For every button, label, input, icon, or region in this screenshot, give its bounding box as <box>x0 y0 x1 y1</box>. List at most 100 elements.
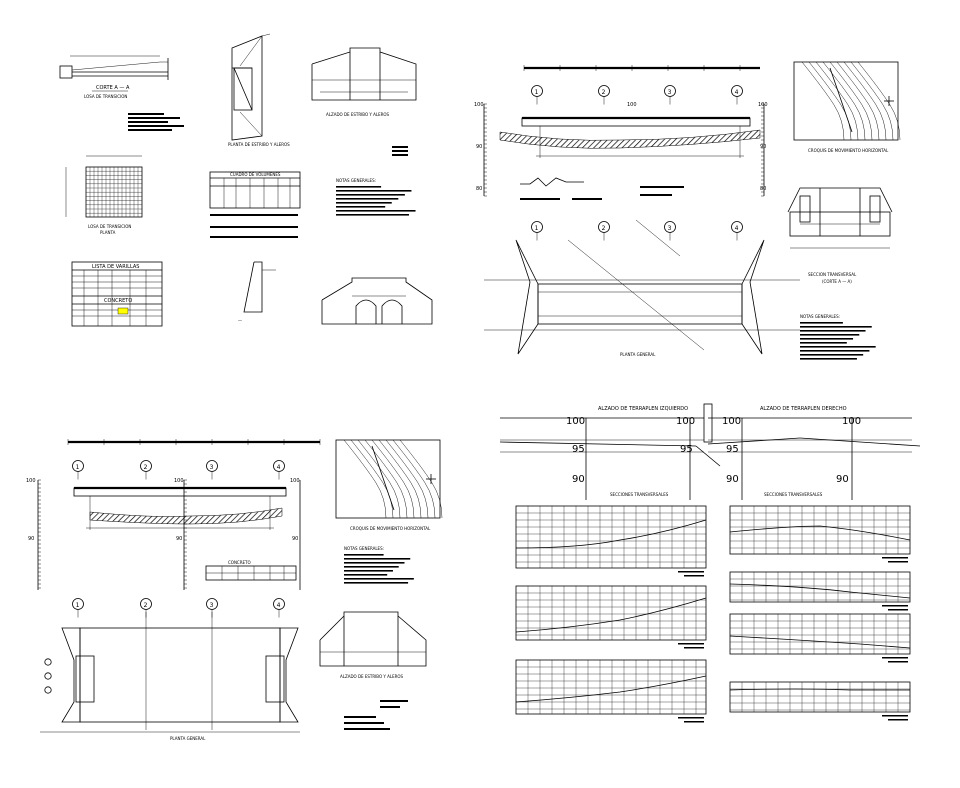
section-grid-frame <box>515 505 707 569</box>
muro-detail: — <box>238 261 276 323</box>
contour-line <box>843 61 887 141</box>
contour-line <box>801 61 845 141</box>
section-caption <box>888 661 908 663</box>
section-caption <box>684 647 704 649</box>
note-line <box>336 186 382 188</box>
section-caption <box>882 605 908 607</box>
note-line <box>800 338 854 340</box>
secciones-title-2: SECCIONES TRANSVERSALES <box>764 492 823 497</box>
section-caption <box>684 721 704 723</box>
contour-line <box>836 61 880 141</box>
section-caption <box>882 657 908 659</box>
alzado-terraplen-derecho: ALZADO DE TERRAPLEN DERECHO 100 100 95 9… <box>703 403 921 500</box>
section-caption <box>888 719 908 721</box>
axis-plan-label: 1 <box>535 225 539 232</box>
axis-bottom-plan-label: 2 <box>144 602 148 609</box>
axis-top-label: 4 <box>735 89 739 96</box>
note-line <box>344 562 405 564</box>
note-line <box>344 554 384 556</box>
seccion-transversal-detail: SECCION TRANSVERSAL (CORTE A — A) <box>787 187 893 284</box>
small-marker <box>44 672 52 680</box>
elev-bl-90b: 90 <box>176 536 182 542</box>
contour-line <box>815 61 859 141</box>
alzado-der-title: ALZADO DE TERRAPLEN DERECHO <box>760 406 847 412</box>
axis-plan-label: 3 <box>668 225 672 232</box>
axis-bottom-top-label: 2 <box>144 464 148 471</box>
axis-bottom-plan-bubble <box>140 598 152 610</box>
contour-line <box>364 439 408 519</box>
terr-izq-90: 90 <box>572 474 585 485</box>
note-line <box>800 334 860 336</box>
contour-line <box>829 61 873 141</box>
ground-profile <box>729 635 911 649</box>
axis-bottom-plan-bubble <box>72 598 84 610</box>
elevation-profile-top: 100 100 100 90 90 80 80 <box>474 102 768 197</box>
contour-line <box>850 61 894 141</box>
note-line <box>800 354 864 356</box>
section-caption <box>684 575 704 577</box>
planta-title: PLANTA <box>100 230 116 235</box>
small-marker <box>44 658 52 666</box>
planta-general-title-1: PLANTA GENERAL <box>620 352 656 357</box>
cuadro-volumenes-table: CUADRO DE VOLUMENES <box>209 171 301 238</box>
ground-profile <box>515 519 707 549</box>
note-line <box>800 350 870 352</box>
terr-izq-95b: 95 <box>680 444 693 455</box>
note-line <box>344 558 411 560</box>
note-line <box>344 578 414 580</box>
note-line <box>336 198 399 200</box>
note-line <box>344 582 409 584</box>
elev-tr-90a: 90 <box>476 144 482 150</box>
notas-title-3: NOTAS GENERALES: <box>344 546 384 551</box>
terr-der-100a: 100 <box>722 416 741 427</box>
small-profile-detail <box>520 177 684 200</box>
muro-label: — <box>238 318 242 323</box>
note-line <box>800 342 847 344</box>
terr-der-90b: 90 <box>836 474 849 485</box>
section-caption <box>882 715 908 717</box>
contour-line <box>371 439 415 519</box>
section-caption <box>888 561 908 563</box>
contour-line <box>399 439 443 519</box>
cross-section-grids <box>515 505 911 723</box>
section-grid-frame <box>729 571 911 603</box>
elev-tr-100a: 100 <box>474 102 484 108</box>
section-caption <box>888 609 908 611</box>
ground-profile <box>729 688 910 691</box>
planta-grid-detail: LOSA DE TRANSICION PLANTA <box>65 155 143 235</box>
concreto-title-1: CONCRETO <box>104 298 132 304</box>
section-grid-frame <box>515 585 707 641</box>
axis-top-bubble <box>731 85 743 97</box>
axis-bottom-top-bubble <box>72 460 84 472</box>
section-grid-frame <box>515 659 707 715</box>
note-line <box>800 326 872 328</box>
axis-bottom-top-bubble <box>140 460 152 472</box>
croquis-title-1: CROQUIS DE MOVIMIENTO HORIZONTAL <box>808 148 889 153</box>
alzado-izq-title: ALZADO DE TERRAPLEN IZQUIERDO <box>598 406 688 412</box>
small-marker <box>44 686 52 694</box>
elev-tr-90b: 90 <box>760 144 766 150</box>
terr-der-100b: 100 <box>842 416 861 427</box>
section-aa-detail: CORTE A — A LOSA DE TRANSICION <box>59 55 184 131</box>
section-caption <box>678 717 704 719</box>
notas-top-right: NOTAS GENERALES: <box>800 314 876 360</box>
axis-bottom-plan-bubble <box>273 598 285 610</box>
axis-plan-label: 4 <box>735 225 739 232</box>
alzado-estribo-title: ALZADO DE ESTRIBO Y ALEROS <box>326 112 390 117</box>
note-line <box>800 346 876 348</box>
note-line <box>336 210 416 212</box>
elev-bl-100c: 100 <box>290 478 300 484</box>
axis-plan-bubble <box>598 221 610 233</box>
ground-profile <box>515 597 707 633</box>
elev-tr-80a: 80 <box>476 186 482 192</box>
alzado-estribo-detail: ALZADO DE ESTRIBO Y ALEROS <box>311 47 417 156</box>
note-line <box>800 322 843 324</box>
ground-profile <box>729 583 911 599</box>
alzado-terraplen-izquierdo: ALZADO DE TERRAPLEN IZQUIERDO 100 100 95… <box>499 406 721 500</box>
note-line <box>336 194 405 196</box>
croquis-title-2: CROQUIS DE MOVIMIENTO HORIZONTAL <box>350 526 431 531</box>
section-caption <box>678 643 704 645</box>
section-caption <box>882 557 908 559</box>
